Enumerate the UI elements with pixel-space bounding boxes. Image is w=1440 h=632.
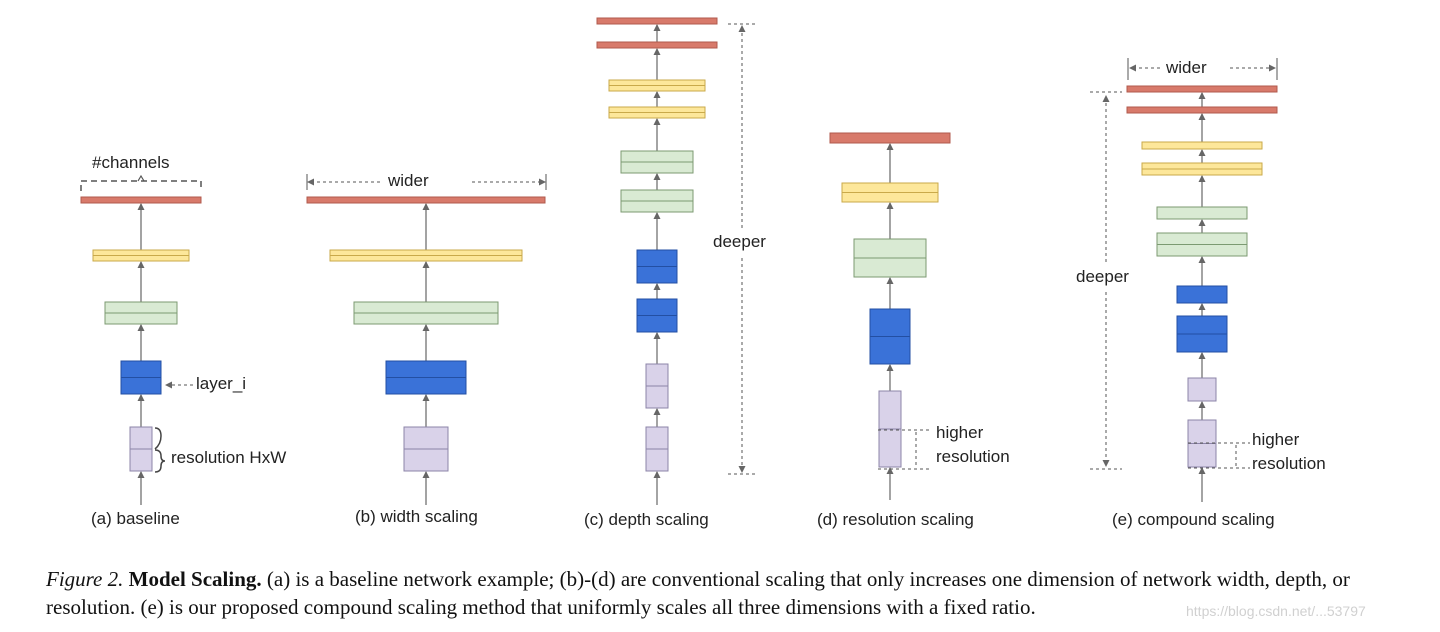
caption-figure-number: Figure 2. (46, 567, 124, 591)
higher-label-e: higher (1252, 430, 1300, 449)
panel-b-network (306, 196, 546, 505)
layer-block (596, 41, 718, 49)
layer-block (1176, 285, 1228, 304)
layer-block (1126, 106, 1278, 114)
panel-title-b: (b) width scaling (355, 507, 478, 526)
resolution-brace (154, 449, 166, 473)
layer-block (829, 132, 951, 144)
watermark-text: https://blog.csdn.net/...53797 (1186, 603, 1366, 619)
wider-label-e: wider (1165, 58, 1207, 77)
model-scaling-diagram: #channels layer_i resolution HxW wider d… (80, 17, 1326, 529)
deeper-label-c: deeper (713, 232, 766, 251)
panel-title-e: (e) compound scaling (1112, 510, 1275, 529)
caption-title: Model Scaling. (128, 567, 262, 591)
deeper-label-e: deeper (1076, 267, 1129, 286)
panel-title-a: (a) baseline (91, 509, 180, 528)
layer-block (1187, 377, 1217, 402)
resolution-hxw-label: resolution HxW (171, 448, 286, 467)
layer-block (306, 196, 546, 204)
layer-i-label: layer_i (196, 374, 246, 393)
channels-bracket (80, 180, 202, 191)
figure-caption: Figure 2. Model Scaling. (a) is a baseli… (46, 565, 1406, 621)
layer-block (1141, 141, 1263, 150)
caption-text: (a) is a baseline network example; (b)-(… (46, 567, 1350, 619)
wider-label-b: wider (387, 171, 429, 190)
layer-block (80, 196, 202, 204)
panel-d-network (829, 132, 951, 500)
channels-bracket-tip (137, 174, 145, 182)
channels-label: #channels (92, 153, 170, 172)
panel-title-c: (c) depth scaling (584, 510, 709, 529)
panel-title-d: (d) resolution scaling (817, 510, 974, 529)
resolution-brace-top (154, 427, 162, 450)
resolution-label-e: resolution (1252, 454, 1326, 473)
panel-e-network (1126, 85, 1278, 502)
panel-a-network (80, 196, 202, 505)
layer-block (596, 17, 718, 25)
resolution-label-d: resolution (936, 447, 1010, 466)
panel-c-network (596, 17, 718, 505)
layer-block (1156, 206, 1248, 220)
higher-label-d: higher (936, 423, 984, 442)
layer-block (1126, 85, 1278, 93)
